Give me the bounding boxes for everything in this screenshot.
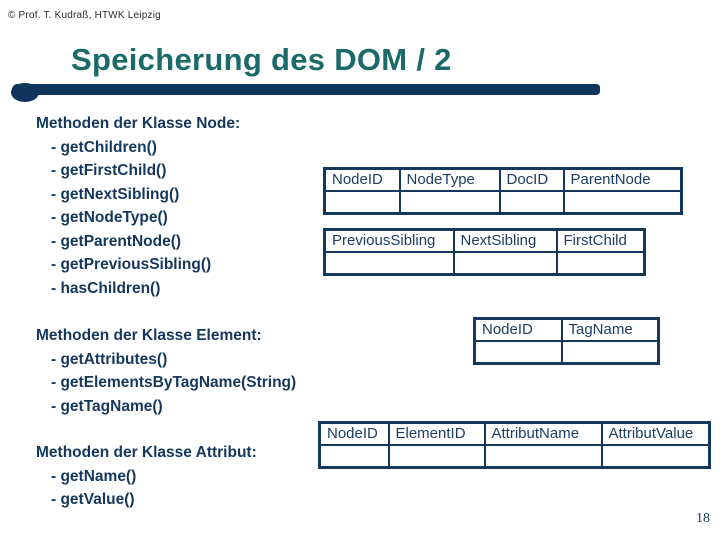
method-item: - getValue() [51, 491, 135, 508]
table-row [323, 190, 683, 214]
column-header: ParentNode [562, 167, 683, 192]
page-number: 18 [696, 511, 710, 526]
table-row [473, 340, 660, 364]
column-header: NodeType [398, 167, 501, 192]
empty-cell [387, 444, 486, 468]
method-item: - hasChildren() [51, 279, 161, 297]
column-header: NextSibling [452, 228, 558, 253]
method-block-heading: Methoden der Klasse Element: [36, 327, 262, 344]
node-table: NodeID NodeType DocID ParentNode [323, 167, 683, 215]
method-item: - getChildren() [51, 138, 157, 156]
table-header-row: NodeID ElementID AttributName AttributVa… [318, 421, 711, 446]
empty-cell [452, 251, 558, 275]
method-block-heading: Methoden der Klasse Attribut: [36, 444, 257, 461]
column-header: NodeID [473, 317, 563, 342]
tagname-table: NodeID TagName [473, 317, 660, 365]
empty-cell [498, 190, 565, 214]
method-block-element: Methoden der Klasse Element: - getAttrib… [36, 324, 296, 418]
table-row [318, 444, 711, 468]
column-header: PreviousSibling [323, 228, 455, 253]
copyright-text: © Prof. T. Kudraß, HTWK Leipzig [8, 10, 161, 21]
column-header: NodeID [318, 421, 390, 446]
column-header: ElementID [387, 421, 486, 446]
method-block-heading: Methoden der Klasse Node: [36, 115, 241, 132]
method-item: - getNextSibling() [51, 185, 180, 203]
method-item: - getFirstChild() [51, 162, 167, 179]
method-block-node: Methoden der Klasse Node: - getChildren(… [36, 112, 240, 300]
empty-cell [318, 444, 390, 468]
title-underline-cap [11, 83, 39, 102]
table-row [323, 251, 646, 275]
column-header: AttributValue [600, 421, 711, 446]
empty-cell [600, 444, 711, 468]
method-block-attribut: Methoden der Klasse Attribut: - getName(… [36, 441, 257, 512]
method-item: - getParentNode() [51, 232, 182, 250]
empty-cell [473, 340, 563, 364]
method-item: - getPreviousSibling() [51, 256, 212, 273]
empty-cell [555, 251, 646, 275]
column-header: DocID [498, 167, 565, 192]
title-underline-bar [12, 84, 600, 95]
table-header-row: PreviousSibling NextSibling FirstChild [323, 228, 646, 253]
table-header-row: NodeID NodeType DocID ParentNode [323, 167, 683, 192]
empty-cell [562, 190, 683, 214]
empty-cell [560, 340, 660, 364]
method-item: - getTagName() [51, 397, 163, 415]
empty-cell [323, 251, 455, 275]
empty-cell [398, 190, 501, 214]
empty-cell [323, 190, 401, 214]
column-header: FirstChild [555, 228, 646, 253]
page-title: Speicherung des DOM / 2 [71, 42, 452, 77]
method-item: - getName() [51, 467, 137, 485]
column-header: NodeID [323, 167, 401, 192]
table-header-row: NodeID TagName [473, 317, 660, 342]
method-item: - getAttributes() [51, 350, 168, 368]
column-header: TagName [560, 317, 660, 342]
sibling-table: PreviousSibling NextSibling FirstChild [323, 228, 646, 276]
column-header: AttributName [483, 421, 603, 446]
method-item: - getNodeType() [51, 209, 168, 226]
attribut-table: NodeID ElementID AttributName AttributVa… [318, 421, 711, 469]
empty-cell [483, 444, 603, 468]
method-item: - getElementsByTagName(String) [51, 374, 297, 391]
